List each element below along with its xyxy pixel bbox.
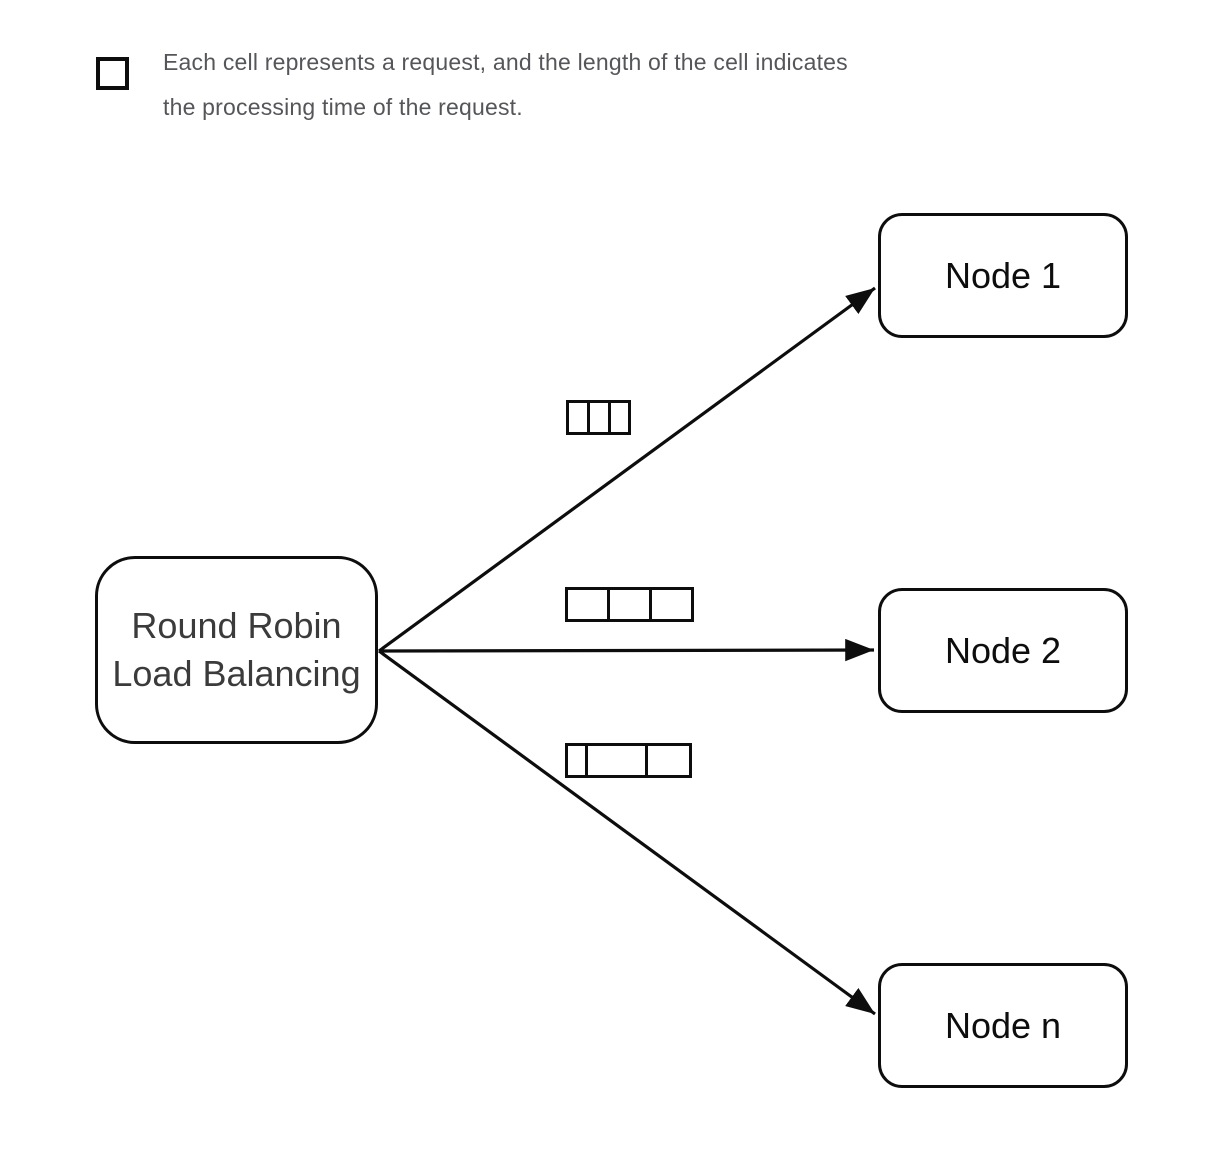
cell-legend-icon [96,57,129,90]
legend-line-1: Each cell represents a request, and the … [163,49,848,75]
node-2-box: Node 2 [878,588,1128,713]
node-n-box: Node n [878,963,1128,1088]
arrow-to-node-n [378,649,876,1016]
request-cell [565,587,610,622]
node-1-box: Node 1 [878,213,1128,338]
node-2-label: Node 2 [944,629,1062,671]
request-cell [645,743,692,778]
node-1-label: Node 1 [944,254,1062,296]
request-queue-node-1 [566,400,631,435]
load-balancer-box: Round Robin Load Balancing [95,556,378,744]
request-cell [649,587,694,622]
request-queue-node-n [565,743,692,778]
load-balancer-label-line-1: Round Robin [131,605,342,646]
request-cell [608,400,631,435]
request-cell [607,587,652,622]
arrow-to-node-2 [378,638,875,662]
request-cell [585,743,648,778]
legend-line-2: the processing time of the request. [163,94,523,120]
load-balancer-label-line-2: Load Balancing [112,653,361,694]
request-queue-node-2 [565,587,694,622]
node-n-label: Node n [944,1004,1062,1046]
legend-text: Each cell represents a request, and the … [163,40,848,130]
